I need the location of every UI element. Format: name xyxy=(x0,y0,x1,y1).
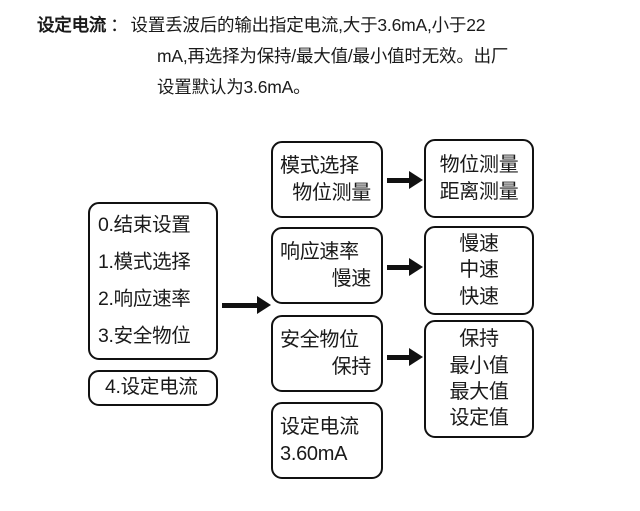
main-menu-box[interactable]: 0.结束设置 1.模式选择 2.响应速率 3.安全物位 xyxy=(88,202,218,360)
screen-set-current-value: 3.60mA xyxy=(280,442,348,465)
screen-set-current-title: 设定电流 xyxy=(280,416,359,439)
menu-item-2[interactable]: 2.响应速率 xyxy=(98,287,191,310)
screen-response-rate[interactable]: 响应速率 慢速 xyxy=(271,227,383,304)
screen-safety-level[interactable]: 安全物位 保持 xyxy=(271,315,383,392)
menu-item-1[interactable]: 1.模式选择 xyxy=(98,250,191,273)
description-colon: ： xyxy=(110,15,128,35)
description-label: 设定电流 xyxy=(37,15,107,35)
description-line-2: mA,再选择为保持/最大值/最小值时无效。出厂 xyxy=(0,43,640,74)
screen-set-current[interactable]: 设定电流 3.60mA xyxy=(271,402,383,479)
option-mode-1[interactable]: 距离测量 xyxy=(439,180,519,203)
option-safety-0[interactable]: 保持 xyxy=(459,328,499,351)
option-safety-1[interactable]: 最小值 xyxy=(449,354,509,377)
menu-item-0[interactable]: 0.结束设置 xyxy=(98,213,191,236)
description-line-1: 设定电流 ： 设置丢波后的输出指定电流,大于3.6mA,小于22 xyxy=(0,12,640,43)
screen-response-rate-value: 慢速 xyxy=(331,267,372,290)
option-mode-0[interactable]: 物位测量 xyxy=(439,154,519,177)
options-safety-level[interactable]: 保持 最小值 最大值 设定值 xyxy=(424,320,534,438)
arrow-rate-to-options xyxy=(387,265,410,270)
description-line-1-text: 设置丢波后的输出指定电流,大于3.6mA,小于22 xyxy=(130,15,486,35)
screen-safety-level-title: 安全物位 xyxy=(280,329,359,352)
menu-item-3[interactable]: 3.安全物位 xyxy=(98,324,191,347)
screen-safety-level-value: 保持 xyxy=(331,355,372,378)
options-response-rate[interactable]: 慢速 中速 快速 xyxy=(424,226,534,315)
option-rate-0[interactable]: 慢速 xyxy=(459,232,499,255)
screen-mode-select[interactable]: 模式选择 物位测量 xyxy=(271,141,383,218)
menu-item-4-box[interactable]: 4.设定电流 xyxy=(88,370,218,406)
option-rate-1[interactable]: 中速 xyxy=(459,259,499,282)
screen-mode-select-value: 物位测量 xyxy=(292,181,371,204)
arrow-mode-to-options xyxy=(387,178,410,183)
option-rate-2[interactable]: 快速 xyxy=(459,285,499,308)
options-mode-select[interactable]: 物位测量 距离测量 xyxy=(424,139,534,218)
menu-item-4[interactable]: 4.设定电流 xyxy=(105,376,198,399)
description-line-3: 设置默认为3.6mA。 xyxy=(0,74,640,105)
description-block: 设定电流 ： 设置丢波后的输出指定电流,大于3.6mA,小于22 mA,再选择为… xyxy=(0,12,640,105)
option-safety-3[interactable]: 设定值 xyxy=(449,407,509,430)
arrow-menu-to-screens xyxy=(222,303,258,308)
arrow-safety-to-options xyxy=(387,355,410,360)
screen-mode-select-title: 模式选择 xyxy=(280,155,359,178)
option-safety-2[interactable]: 最大值 xyxy=(449,381,509,403)
description-line-2-text: mA,再选择为保持/最大值/最小值时无效。出厂 xyxy=(157,46,509,66)
screen-response-rate-title: 响应速率 xyxy=(280,241,359,264)
description-line-3-text: 设置默认为3.6mA。 xyxy=(157,77,311,97)
